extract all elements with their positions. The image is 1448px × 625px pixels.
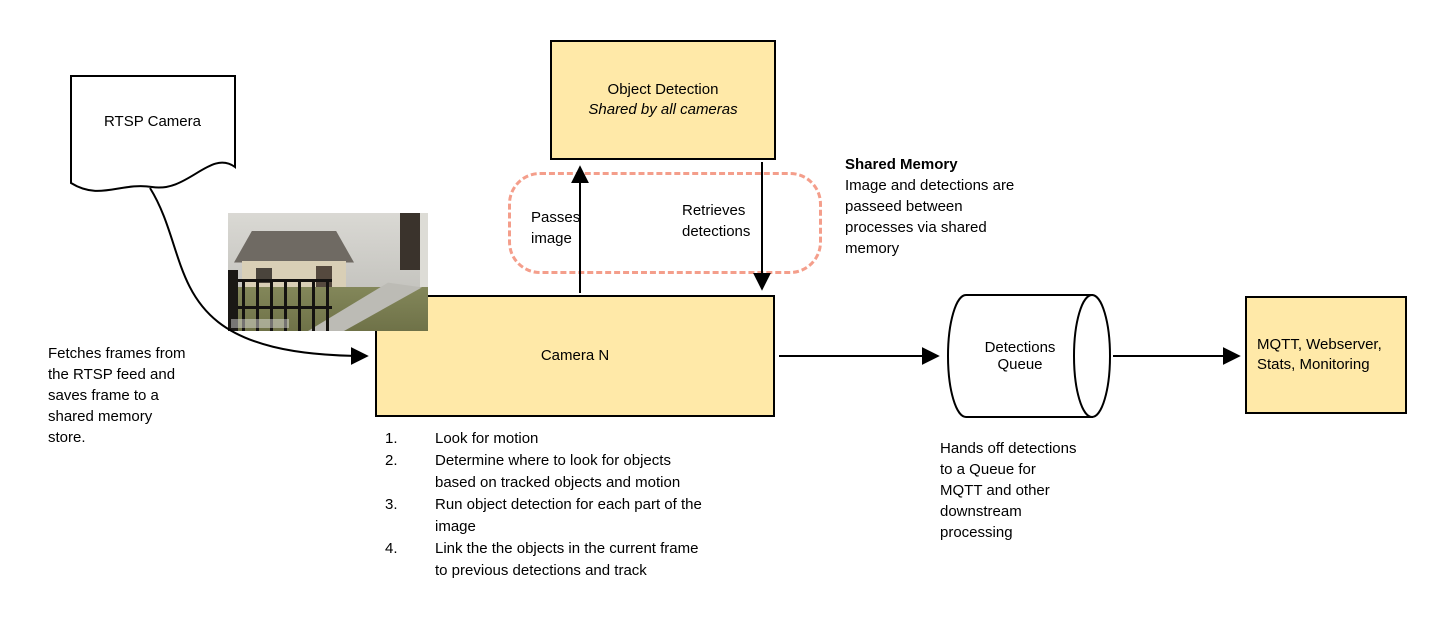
retrieves-detections-label: Retrieves detections: [682, 202, 751, 240]
snapshot-porch-post: [420, 213, 428, 298]
list-item: 3. Run object detection for each part of…: [385, 494, 765, 538]
fetch-frames-note: Fetches frames from the RTSP feed and sa…: [48, 345, 186, 446]
step-text: Determine where to look for objects base…: [435, 452, 681, 491]
object-detection-subtitle: Shared by all cameras: [588, 101, 738, 118]
step-number: 1.: [385, 430, 398, 447]
detections-queue-label: Detections Queue: [984, 339, 1056, 373]
outputs-label: MQTT, Webserver, Stats, Monitoring: [1257, 335, 1382, 373]
snapshot-porch-beam: [400, 213, 420, 270]
step-text: Look for motion: [435, 430, 539, 447]
passes-image-label: Passes image: [531, 209, 581, 247]
outputs-node: MQTT, Webserver, Stats, Monitoring: [1245, 296, 1407, 414]
snapshot-timestamp-bar: [231, 319, 289, 328]
camera-snapshot-image: [228, 213, 428, 331]
shared-memory-note-body: Image and detections are passeed between…: [845, 177, 1015, 257]
shared-memory-note-title: Shared Memory: [845, 156, 958, 173]
shared-memory-outline: [508, 172, 822, 274]
list-item: 2. Determine where to look for objects b…: [385, 450, 765, 494]
list-item: 1. Look for motion: [385, 428, 765, 450]
step-number: 4.: [385, 540, 398, 557]
object-detection-node: Object Detection Shared by all cameras: [550, 40, 776, 160]
snapshot-roof: [234, 230, 354, 263]
camera-steps-list: 1. Look for motion 2. Determine where to…: [385, 428, 765, 582]
shared-memory-note: Shared Memory Image and detections are p…: [845, 133, 1030, 259]
rtsp-camera-label: RTSP Camera: [104, 113, 201, 130]
object-detection-title: Object Detection: [607, 80, 719, 98]
step-number: 2.: [385, 452, 398, 469]
camera-n-node: Camera N: [375, 295, 775, 417]
handoff-note: Hands off detections to a Queue for MQTT…: [940, 440, 1077, 541]
step-text: Link the the objects in the current fram…: [435, 540, 699, 579]
rtsp-camera-shape: [70, 75, 236, 192]
step-text: Run object detection for each part of th…: [435, 496, 702, 535]
step-number: 3.: [385, 496, 398, 513]
list-item: 4. Link the the objects in the current f…: [385, 538, 765, 582]
detections-queue-shape: [947, 294, 1111, 418]
camera-n-label: Camera N: [540, 346, 610, 364]
